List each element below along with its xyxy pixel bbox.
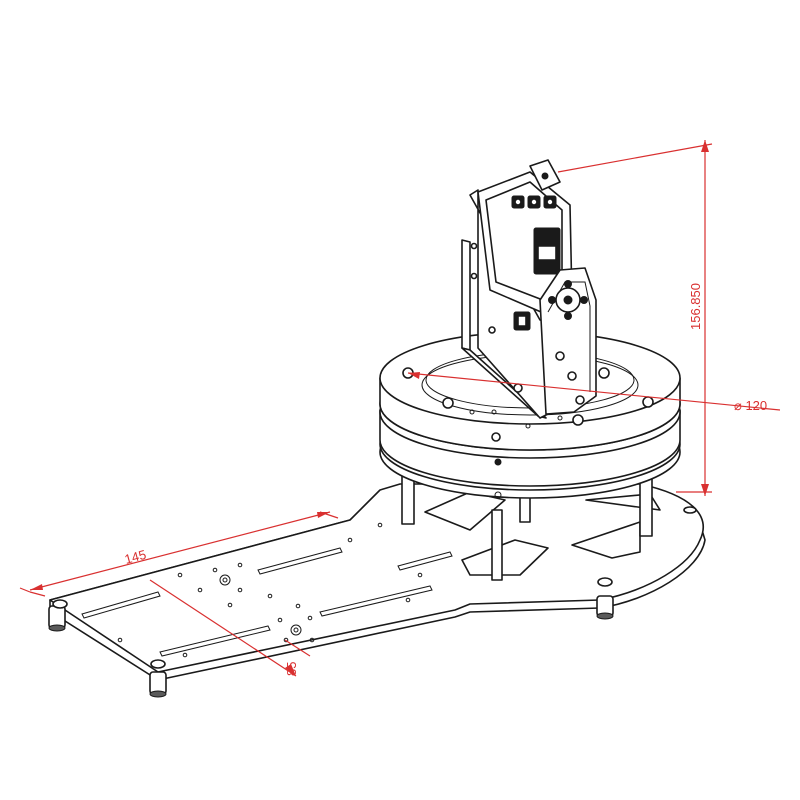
foot-left bbox=[48, 599, 68, 632]
dimension-height: 156.850 bbox=[557, 140, 713, 496]
dimension-diameter: ⌀ 120 bbox=[407, 372, 781, 413]
diameter-dimension-label: ⌀ 120 bbox=[734, 398, 767, 413]
plate-cutouts bbox=[424, 491, 661, 576]
dimension-length: 145 bbox=[19, 511, 339, 597]
plate-holes bbox=[117, 522, 423, 658]
dimension-width: 85 bbox=[149, 579, 311, 677]
width-dimension-label: 85 bbox=[284, 662, 299, 676]
height-dimension-label: 156.850 bbox=[688, 283, 703, 330]
servo-connectors bbox=[511, 195, 557, 209]
foot-right bbox=[596, 577, 614, 620]
foot-front bbox=[149, 659, 167, 698]
servo-horn bbox=[548, 280, 588, 320]
length-dimension-label: 145 bbox=[123, 547, 148, 567]
plate-slots bbox=[81, 547, 453, 657]
rubber-feet bbox=[48, 506, 697, 698]
foot-back bbox=[683, 506, 697, 514]
